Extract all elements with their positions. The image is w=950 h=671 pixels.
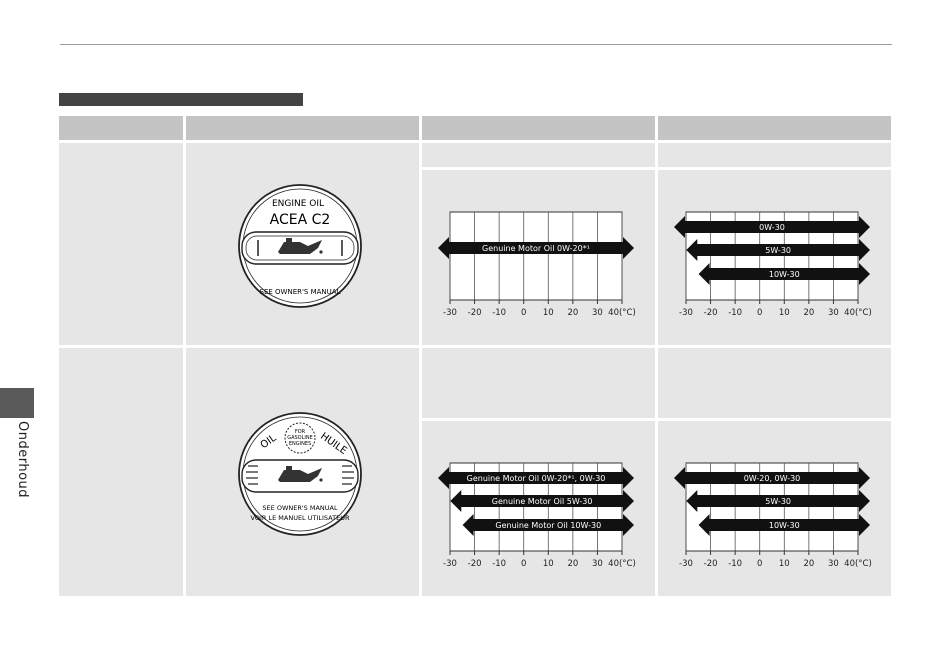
table-header-col2 <box>186 116 419 140</box>
cap2-badge2: GASOLINE <box>287 435 313 441</box>
oil-viscosity-chart-4: -30 -20 -10 0 10 20 30 40(°C) 0W-20, 0W-30 5W-30 1… <box>674 462 872 569</box>
x-tick-label: -30 <box>443 308 457 318</box>
range-arrow <box>698 263 870 285</box>
x-tick-label: 30 <box>828 308 839 318</box>
range-arrow <box>674 216 870 238</box>
row2-col3-header-cell <box>422 348 655 418</box>
row1-label-cell <box>59 143 183 345</box>
range-arrow-label: 5W-30 <box>765 246 791 255</box>
x-tick-label: 0 <box>757 559 762 569</box>
range-arrow <box>450 490 634 512</box>
x-tick-label: -20 <box>704 308 718 318</box>
oil-cap-acea-icon: ENGINE OIL ACEA C2 SEE OWNER'S MANUAL <box>238 184 362 308</box>
gasoline-badge <box>284 422 316 454</box>
oil-viscosity-chart-1: -30 -20 -10 0 10 20 30 40(°C) Genuine Motor Oil … <box>438 211 636 318</box>
x-tick-label: 30 <box>828 559 839 569</box>
range-arrow-label: 10W-30 <box>769 270 800 279</box>
x-tick-label: 30 <box>592 559 603 569</box>
side-tab-text: Onderhoud <box>15 421 30 499</box>
oil-viscosity-chart-2: -30 -20 -10 0 10 20 30 40(°C) 0W-30 5W-30 10W-30 <box>674 211 872 318</box>
x-tick-label: -30 <box>443 559 457 569</box>
side-tab-marker <box>0 388 34 418</box>
range-arrow <box>438 467 634 489</box>
x-tick-label: 20 <box>803 308 814 318</box>
x-tick-label: 40(°C) <box>844 559 872 569</box>
x-tick-label: -20 <box>468 559 482 569</box>
table-header-col4 <box>658 116 891 140</box>
row2-col4-header-cell <box>658 348 891 418</box>
top-rule <box>60 44 892 45</box>
x-tick-label: -20 <box>468 308 482 318</box>
x-tick-label: -10 <box>492 559 506 569</box>
oil-cap-huile-icon: FOR GASOLINE ENGINES OIL HUILE SEE OWNER… <box>238 412 362 536</box>
table-header-col3 <box>422 116 655 140</box>
row2-label-cell <box>59 348 183 596</box>
x-tick-label: 30 <box>592 308 603 318</box>
x-tick-label: -30 <box>679 308 693 318</box>
x-tick-label: 10 <box>543 559 554 569</box>
range-arrow <box>438 237 634 259</box>
row1-col3-header-cell <box>422 143 655 167</box>
cap2-ring1: SEE OWNER'S MANUAL <box>262 504 338 512</box>
oil-can-icon <box>278 238 323 254</box>
cap1-line2: ACEA C2 <box>270 212 331 228</box>
range-arrow-label: 10W-30 <box>769 521 800 530</box>
x-tick-label: 10 <box>779 308 790 318</box>
range-arrow-label: 5W-30 <box>765 497 791 506</box>
x-tick-label: 40(°C) <box>608 559 636 569</box>
oil-can-icon <box>278 466 323 482</box>
x-tick-label: -10 <box>728 308 742 318</box>
cap1-line1: ENGINE OIL <box>272 199 324 209</box>
row1-col4-header-cell <box>658 143 891 167</box>
cap2-ring2: VOIR LE MANUEL UTILISATEUR <box>251 514 350 522</box>
chart-plot-area <box>449 211 623 301</box>
side-tab-label: Onderhoud <box>8 421 30 501</box>
x-tick-label: 0 <box>521 559 526 569</box>
x-tick-label: 20 <box>803 559 814 569</box>
range-arrow-label: Genuine Motor Oil 0W-20*¹, 0W-30 <box>467 474 606 483</box>
x-tick-label: 0 <box>521 308 526 318</box>
x-tick-label: -30 <box>679 559 693 569</box>
table-header-col1 <box>59 116 183 140</box>
range-arrow-label: Genuine Motor Oil 5W-30 <box>492 497 593 506</box>
x-tick-label: 20 <box>567 308 578 318</box>
range-arrow-label: 0W-20, 0W-30 <box>744 474 801 483</box>
x-tick-label: -10 <box>728 559 742 569</box>
section-title-bar <box>59 93 303 106</box>
x-tick-label: 0 <box>757 308 762 318</box>
range-arrow <box>674 467 870 489</box>
range-arrow <box>462 514 634 536</box>
x-tick-label: 40(°C) <box>608 308 636 318</box>
range-arrow-label: 0W-30 <box>759 223 785 232</box>
x-tick-label: 10 <box>779 559 790 569</box>
oil-viscosity-chart-3: -30 -20 -10 0 10 20 30 40(°C) Genuine Motor Oil … <box>438 462 636 569</box>
x-tick-label: 10 <box>543 308 554 318</box>
x-tick-label: -20 <box>704 559 718 569</box>
range-arrow <box>698 514 870 536</box>
range-arrow-label: Genuine Motor Oil 10W-30 <box>495 521 601 530</box>
x-tick-label: -10 <box>492 308 506 318</box>
cap2-badge3: ENGINES <box>289 441 311 447</box>
range-arrow-label: Genuine Motor Oil 0W-20*¹ <box>482 244 590 253</box>
x-tick-label: 40(°C) <box>844 308 872 318</box>
cap1-line3: SEE OWNER'S MANUAL <box>260 288 341 296</box>
cap2-badge1: FOR <box>295 429 306 435</box>
x-tick-label: 20 <box>567 559 578 569</box>
range-arrow <box>686 239 870 261</box>
range-arrow <box>686 490 870 512</box>
